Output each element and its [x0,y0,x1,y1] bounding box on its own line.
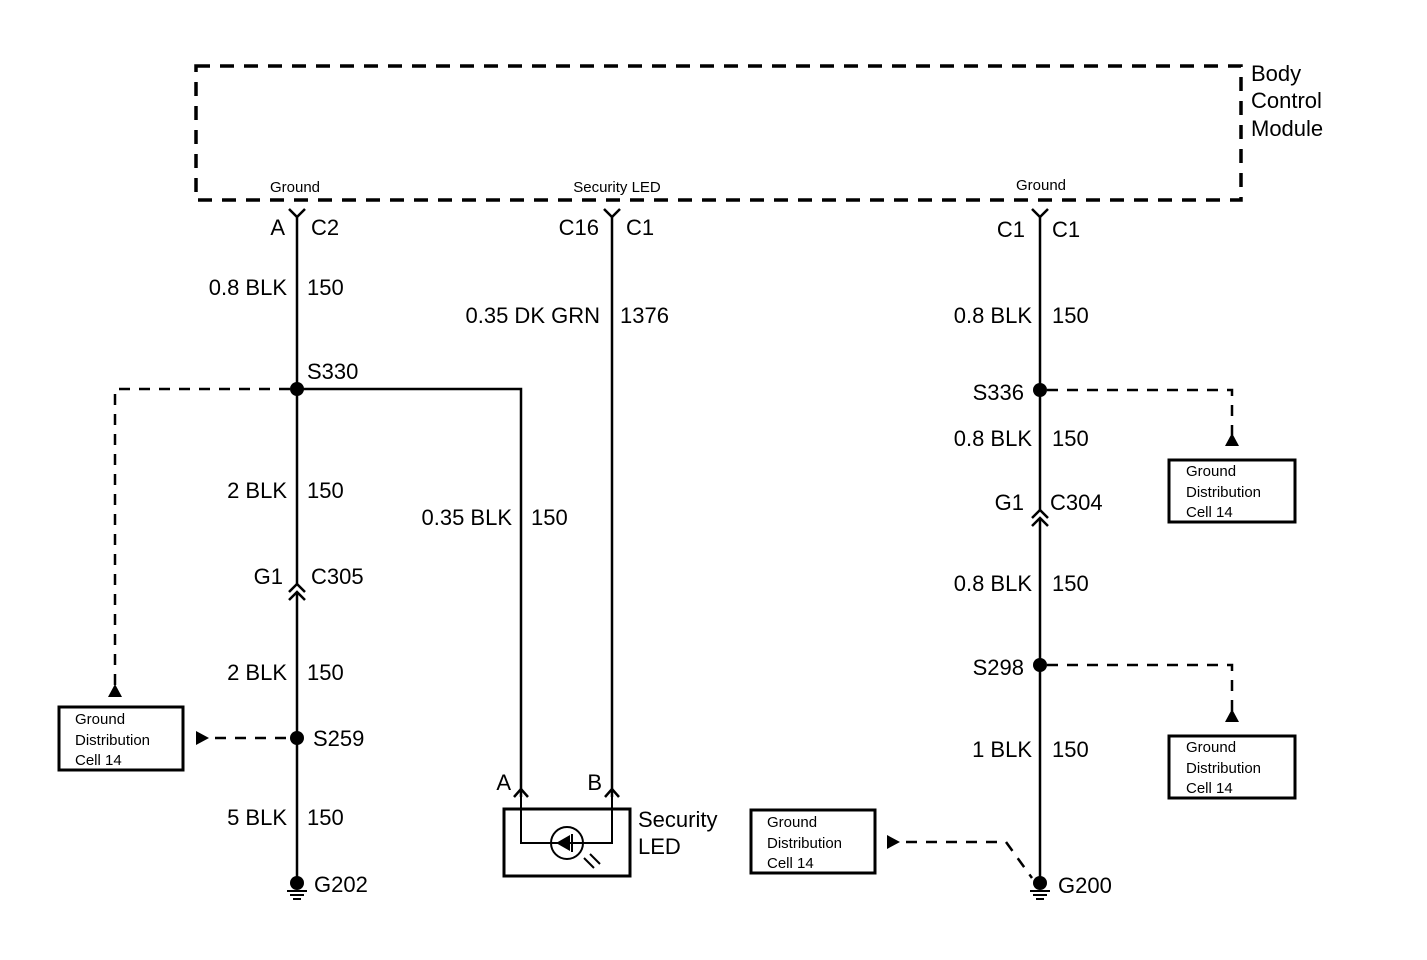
bcm-label-line3: Module [1251,116,1323,141]
pin-label-left-ground: Ground [270,179,320,196]
wire-right-2-gauge: 0.8 BLK [954,426,1033,451]
wire-left-3-gauge: 2 BLK [227,660,287,685]
connector-c16-pin: C16 [559,215,599,240]
wire-mid-grn-gauge: 0.35 DK GRN [466,303,601,328]
wire-left-3-circuit: 150 [307,660,344,685]
connector-c1-mid-name: C1 [626,215,654,240]
ref-box-right-upper-line2: Distribution [1186,484,1261,501]
ref-box-right-upper-line3: Cell 14 [1186,504,1233,521]
arrow-up-left-ref [108,684,122,697]
ref-box-right-upper-line1: Ground [1186,463,1236,480]
splice-s330-label: S330 [307,359,358,384]
wire-left-1-gauge: 0.8 BLK [209,275,288,300]
led-label-line2: LED [638,834,681,859]
bcm-outline [194,64,1243,202]
connector-c1-right-name: C1 [1052,217,1080,242]
wire-left-2-circuit: 150 [307,478,344,503]
wire-right-4-circuit: 150 [1052,737,1089,762]
ground-g200-symbol [1030,876,1050,900]
wire-right-1-circuit: 150 [1052,303,1089,328]
ref-box-right-lower-line1: Ground [1186,739,1236,756]
pin-label-security-led: Security LED [573,179,661,196]
ref-box-left-line3: Cell 14 [75,752,122,769]
ground-g202-symbol [287,876,307,900]
wire-s330-to-led [297,387,523,797]
ref-box-right-upper[interactable]: Ground Distribution Cell 14 [1167,458,1297,524]
ref-box-right-lower[interactable]: Ground Distribution Cell 14 [1167,734,1297,800]
connector-c1-right-symbol [1031,208,1049,219]
led-pin-a-label: A [496,770,511,795]
led-label-line1: Security [638,807,717,832]
connector-c1-right-pin: C1 [997,217,1025,242]
wire-left-4-gauge: 5 BLK [227,805,287,830]
bcm-label-line2: Control [1251,88,1322,113]
ref-box-bottom-line3: Cell 14 [767,855,814,872]
wire-left-1-circuit: 150 [307,275,344,300]
security-led-component[interactable] [502,797,632,878]
arrow-right-s259 [196,731,209,745]
arrow-up-s298-ref [1225,709,1239,722]
ref-box-left-line2: Distribution [75,732,150,749]
ground-g200-label: G200 [1058,873,1112,898]
wire-left-4-circuit: 150 [307,805,344,830]
splice-s259 [290,731,304,745]
dashed-s336-to-ref [1047,388,1234,435]
wire-right-1-gauge: 0.8 BLK [954,303,1033,328]
wire-mid-blk-circuit: 150 [531,505,568,530]
ref-box-right-lower-line3: Cell 14 [1186,780,1233,797]
wire-mid-blk-gauge: 0.35 BLK [421,505,512,530]
led-pin-b-label: B [587,770,602,795]
pin-label-right-ground: Ground [1016,177,1066,194]
led-pin-b-symbol [604,787,620,798]
wire-right-3-gauge: 0.8 BLK [954,571,1033,596]
connector-c305-name: C305 [311,564,364,589]
connector-c2-symbol [288,208,306,219]
dashed-ref-to-g200 [906,840,1034,879]
wire-right-3-circuit: 150 [1052,571,1089,596]
led-pin-a-symbol [513,787,529,798]
splice-s298 [1033,658,1047,672]
ref-box-bottom-line1: Ground [767,814,817,831]
splice-s336 [1033,383,1047,397]
wire-right-2-circuit: 150 [1052,426,1089,451]
ref-box-bottom-line2: Distribution [767,835,842,852]
splice-s259-label: S259 [313,726,364,751]
ref-box-bottom[interactable]: Ground Distribution Cell 14 [749,808,877,875]
splice-s336-label: S336 [973,380,1024,405]
dashed-s298-to-ref [1047,663,1234,711]
connector-c2-pin: A [270,215,285,240]
ref-box-left-line1: Ground [75,711,125,728]
connector-c305-pin: G1 [254,564,283,589]
splice-s298-label: S298 [973,655,1024,680]
bcm-label-line1: Body [1251,61,1301,86]
dashed-s330-to-ref [113,387,290,686]
ground-g202-label: G202 [314,872,368,897]
connector-c304-pin: G1 [995,490,1024,515]
ref-box-right-lower-line2: Distribution [1186,760,1261,777]
arrow-right-g200 [887,835,900,849]
connector-c2-name: C2 [311,215,339,240]
ref-box-left[interactable]: Ground Distribution Cell 14 [57,705,185,772]
wire-left-2-gauge: 2 BLK [227,478,287,503]
arrow-up-s336-ref [1225,433,1239,446]
wire-mid-grn-circuit: 1376 [620,303,669,328]
led-emission-icon [583,853,601,869]
wire-right-4-gauge: 1 BLK [972,737,1032,762]
connector-c16-symbol [603,208,621,219]
connector-c304-name: C304 [1050,490,1103,515]
